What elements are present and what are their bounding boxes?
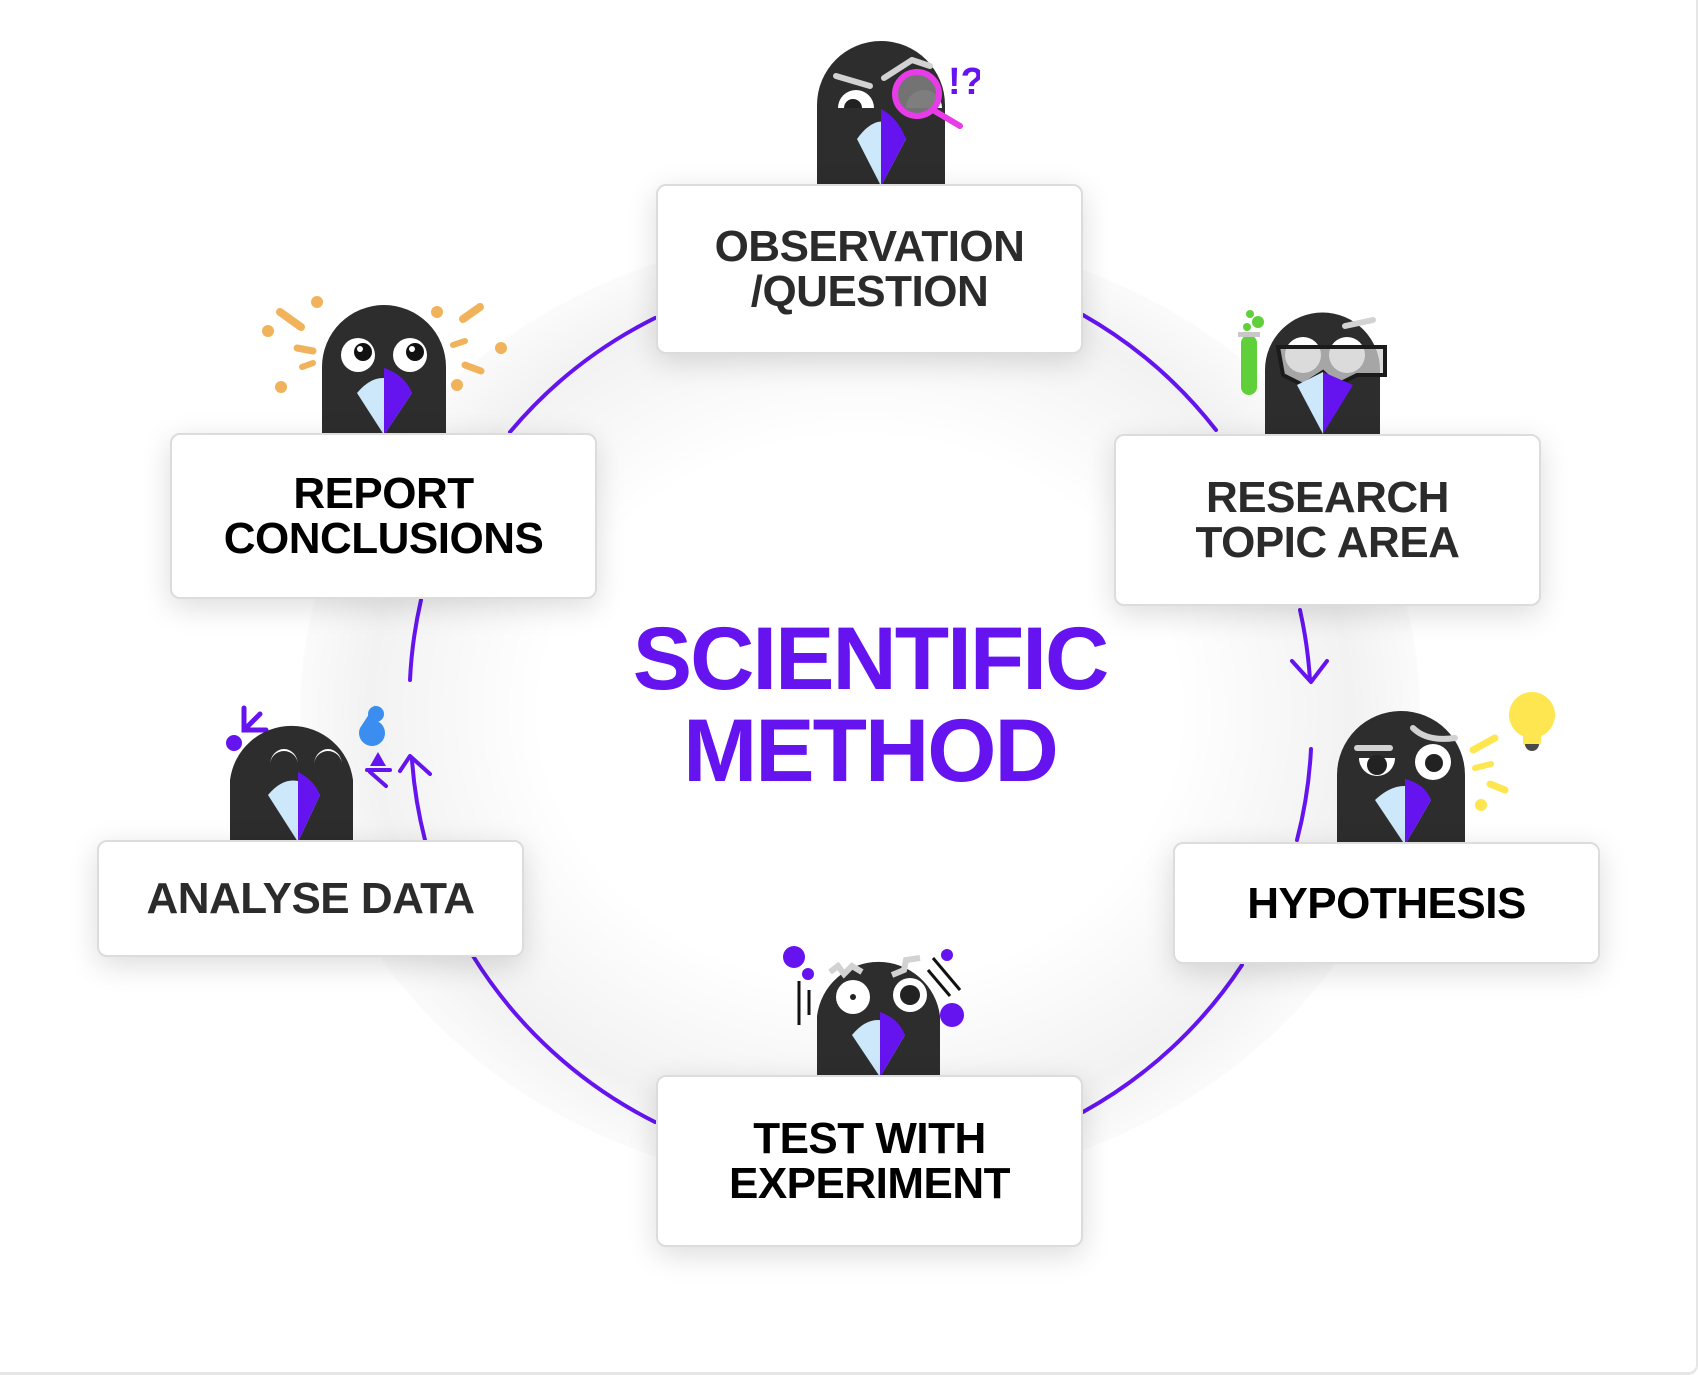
cycle-arc-hypothesis-test: [1081, 963, 1244, 1114]
step-hypothesis: HYPOTHESIS: [1173, 842, 1600, 964]
curious-magnifier-bird-icon: !?: [817, 41, 980, 186]
title-line-2: METHOD: [683, 700, 1059, 800]
step-label-analyse: ANALYSE DATA: [146, 874, 475, 923]
cycle-arc-analyse-up: [410, 758, 427, 842]
step-research: RESEARCH TOPIC AREA: [1114, 434, 1541, 606]
arrowhead-up-icon: [398, 754, 432, 776]
step-analyse: ANALYSE DATA: [97, 840, 524, 957]
step-observation: OBSERVATION /QUESTION: [656, 184, 1083, 354]
step-label-test: TEST WITH EXPERIMENT: [728, 1114, 1011, 1208]
arrowhead-down-icon: [1290, 659, 1329, 684]
cycle-arc-test-analyse: [471, 954, 657, 1124]
shocked-experiment-bird-icon: [783, 946, 964, 1077]
step-report: REPORT CONCLUSIONS: [170, 433, 597, 599]
step-label-observation: OBSERVATION /QUESTION: [714, 222, 1025, 316]
celebrating-bird-icon: [262, 296, 507, 435]
step-test: TEST WITH EXPERIMENT: [656, 1075, 1083, 1247]
step-label-research: RESEARCH TOPIC AREA: [1195, 473, 1460, 567]
title-line-1: SCIENTIFIC: [632, 608, 1109, 708]
svg-text:!?: !?: [948, 61, 980, 103]
diagram-title: SCIENTIFIC METHOD: [600, 612, 1140, 796]
idea-lightbulb-bird-icon: [1337, 692, 1555, 845]
step-label-hypothesis: HYPOTHESIS: [1247, 878, 1526, 928]
sweating-analysis-bird-icon: [226, 705, 392, 842]
cycle-arc-report-down: [408, 598, 423, 682]
goggles-flask-bird-icon: [1238, 310, 1387, 434]
cycle-arc-hypothesis-entry: [1295, 747, 1313, 842]
cycle-arc-report-observation: [508, 316, 657, 434]
step-label-report: REPORT CONCLUSIONS: [223, 469, 544, 563]
cycle-arc-top-right: [1081, 313, 1218, 432]
